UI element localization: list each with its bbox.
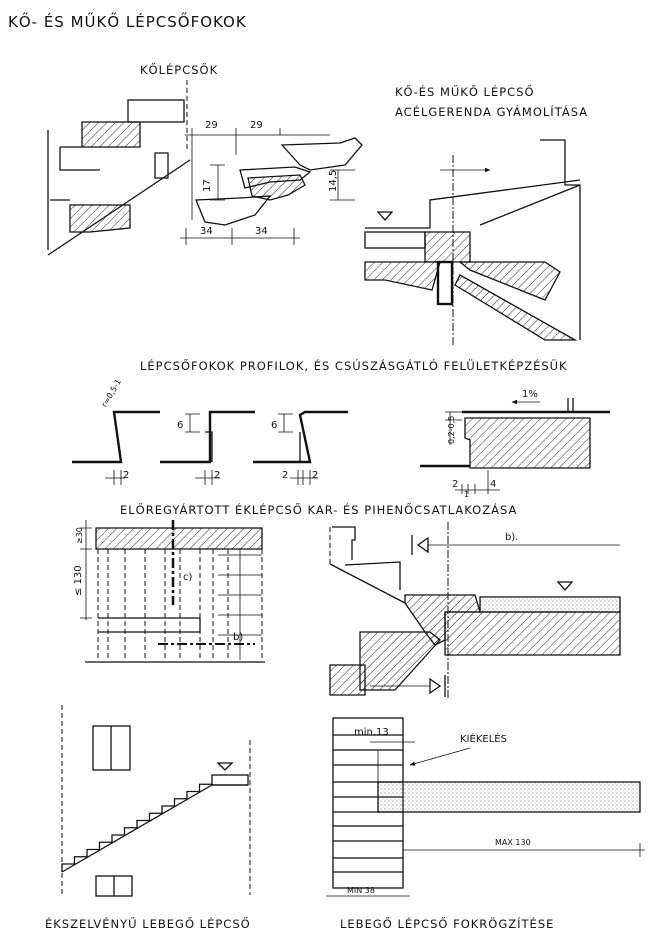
cantilever-step bbox=[198, 783, 213, 793]
dim-w2: 2 bbox=[214, 470, 220, 481]
c-label: c) bbox=[183, 572, 192, 583]
dim-width-a: 34 bbox=[200, 226, 213, 237]
steel-support-label-2: ACÉLGERENDA GYÁMOLÍTÁSA bbox=[395, 104, 588, 119]
dim-tread-a: 29 bbox=[205, 120, 218, 131]
dim-b1: 2 bbox=[452, 479, 458, 490]
dim-min13: min.13 bbox=[354, 727, 389, 738]
dim-top: ≥30 bbox=[75, 527, 84, 544]
dim-min38: MIN 38 bbox=[347, 886, 375, 895]
steel-beam-support-section: KŐ-ÉS MŰKŐ LÉPCSŐ ACÉLGERENDA GYÁMOLÍTÁS… bbox=[364, 84, 588, 345]
dim-max130: MAX 130 bbox=[495, 838, 531, 847]
dim-tread-b: 29 bbox=[250, 120, 263, 131]
dim-w1: 2 bbox=[123, 470, 129, 481]
anti-slip-profiles: r=0,5-1 2 6 2 6 2 2 1% 0,2-0,5 2 1 4 bbox=[72, 378, 610, 499]
precast-landing-connection-section: b). bbox=[329, 522, 621, 700]
precast-wedge-stair-elevation: ≥30 ≤ 130 c) b) bbox=[73, 520, 265, 663]
dim-riser-b: 14,5 bbox=[328, 170, 339, 192]
cantilever-step-fixing-section: min.13 KIÉKELÉS MAX 130 MIN 38 LEBEGŐ LÉ… bbox=[326, 717, 645, 931]
dim-w3a: 2 bbox=[282, 470, 288, 481]
stone-stairs-section: KŐLÉPCSŐK bbox=[47, 62, 218, 256]
b-label-right: b). bbox=[505, 532, 518, 543]
dim-height: ≤ 130 bbox=[73, 565, 84, 596]
cantilever-stair-elevation: ÉKSZELVÉNYŰ LEBEGŐ LÉPCSŐ bbox=[45, 705, 251, 931]
dim-slope: 1% bbox=[522, 389, 538, 400]
precast-caption: ELŐREGYÁRTOTT ÉKLÉPCSŐ KAR- ÉS PIHENŐCSA… bbox=[120, 502, 517, 517]
dim-gap: 0,2-0,5 bbox=[447, 416, 456, 444]
dim-b3: 4 bbox=[490, 479, 496, 490]
dim-w3b: 2 bbox=[312, 470, 318, 481]
steel-support-label-1: KŐ-ÉS MŰKŐ LÉPCSŐ bbox=[395, 84, 535, 99]
dim-h1: 6 bbox=[177, 420, 183, 431]
stone-stairs-label: KŐLÉPCSŐK bbox=[140, 62, 218, 77]
dim-h2: 6 bbox=[271, 420, 277, 431]
kiekeles-label: KIÉKELÉS bbox=[460, 732, 507, 745]
dim-riser: 17 bbox=[202, 179, 213, 192]
dim-radius: r=0,5-1 bbox=[100, 378, 123, 409]
b-label-left: b) bbox=[233, 632, 243, 643]
profiles-caption: LÉPCSŐFOKOK PROFILOK, ÉS CSÚSZÁSGÁTLÓ FE… bbox=[140, 357, 568, 373]
step-profiles-detail: 29 29 17 14,5 34 34 bbox=[180, 120, 363, 245]
dim-width-b: 34 bbox=[255, 226, 268, 237]
cantilever-stair-caption: ÉKSZELVÉNYŰ LEBEGŐ LÉPCSŐ bbox=[45, 916, 251, 931]
sheet-title: KŐ- ÉS MŰKŐ LÉPCSŐFOKOK bbox=[8, 11, 247, 31]
dim-b2: 1 bbox=[464, 490, 469, 499]
step-fixing-caption: LEBEGŐ LÉPCSŐ FOKRÖGZÍTÉSE bbox=[340, 915, 554, 931]
